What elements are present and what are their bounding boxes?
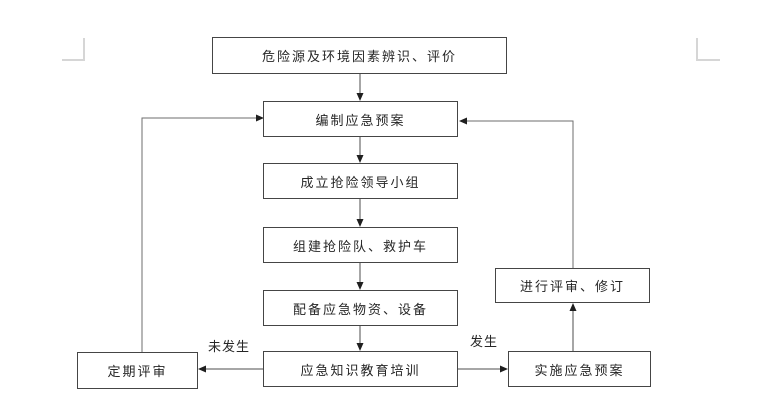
page-corner-mark-left [62, 38, 85, 61]
arrowhead-review-to-compile [459, 117, 467, 125]
arrowhead-training-to-implement [500, 365, 508, 373]
arrowhead-leadership-to-team [356, 219, 364, 227]
connector-review-to-compile-loop [466, 120, 574, 268]
node-supplies-equipment: 配备应急物资、设备 [263, 290, 458, 326]
node-periodic-review: 定期评审 [77, 352, 198, 389]
edge-label-occurred: 发生 [470, 334, 499, 349]
connector-periodic-to-compile-loop [141, 117, 257, 352]
arrowhead-implement-to-review [569, 303, 577, 311]
arrowhead-hazard-to-compile [356, 93, 364, 101]
node-leadership-group: 成立抢险领导小组 [263, 163, 458, 199]
node-rescue-team: 组建抢险队、救护车 [263, 227, 458, 263]
arrowhead-periodic-to-compile [256, 114, 264, 122]
page-corner-mark-right [696, 38, 720, 61]
node-hazard-identification: 危险源及环境因素辨识、评价 [212, 37, 507, 74]
arrowhead-supplies-to-training [356, 343, 364, 351]
node-compile-plan: 编制应急预案 [263, 101, 458, 137]
node-education-training: 应急知识教育培训 [263, 351, 458, 387]
node-review-revision: 进行评审、修订 [495, 268, 650, 303]
node-implement-plan: 实施应急预案 [508, 351, 651, 387]
arrowhead-compile-to-leadership [356, 155, 364, 163]
arrowhead-team-to-supplies [356, 282, 364, 290]
edge-label-not-occurred: 未发生 [208, 339, 251, 354]
arrowhead-training-to-periodic-review [198, 365, 206, 373]
